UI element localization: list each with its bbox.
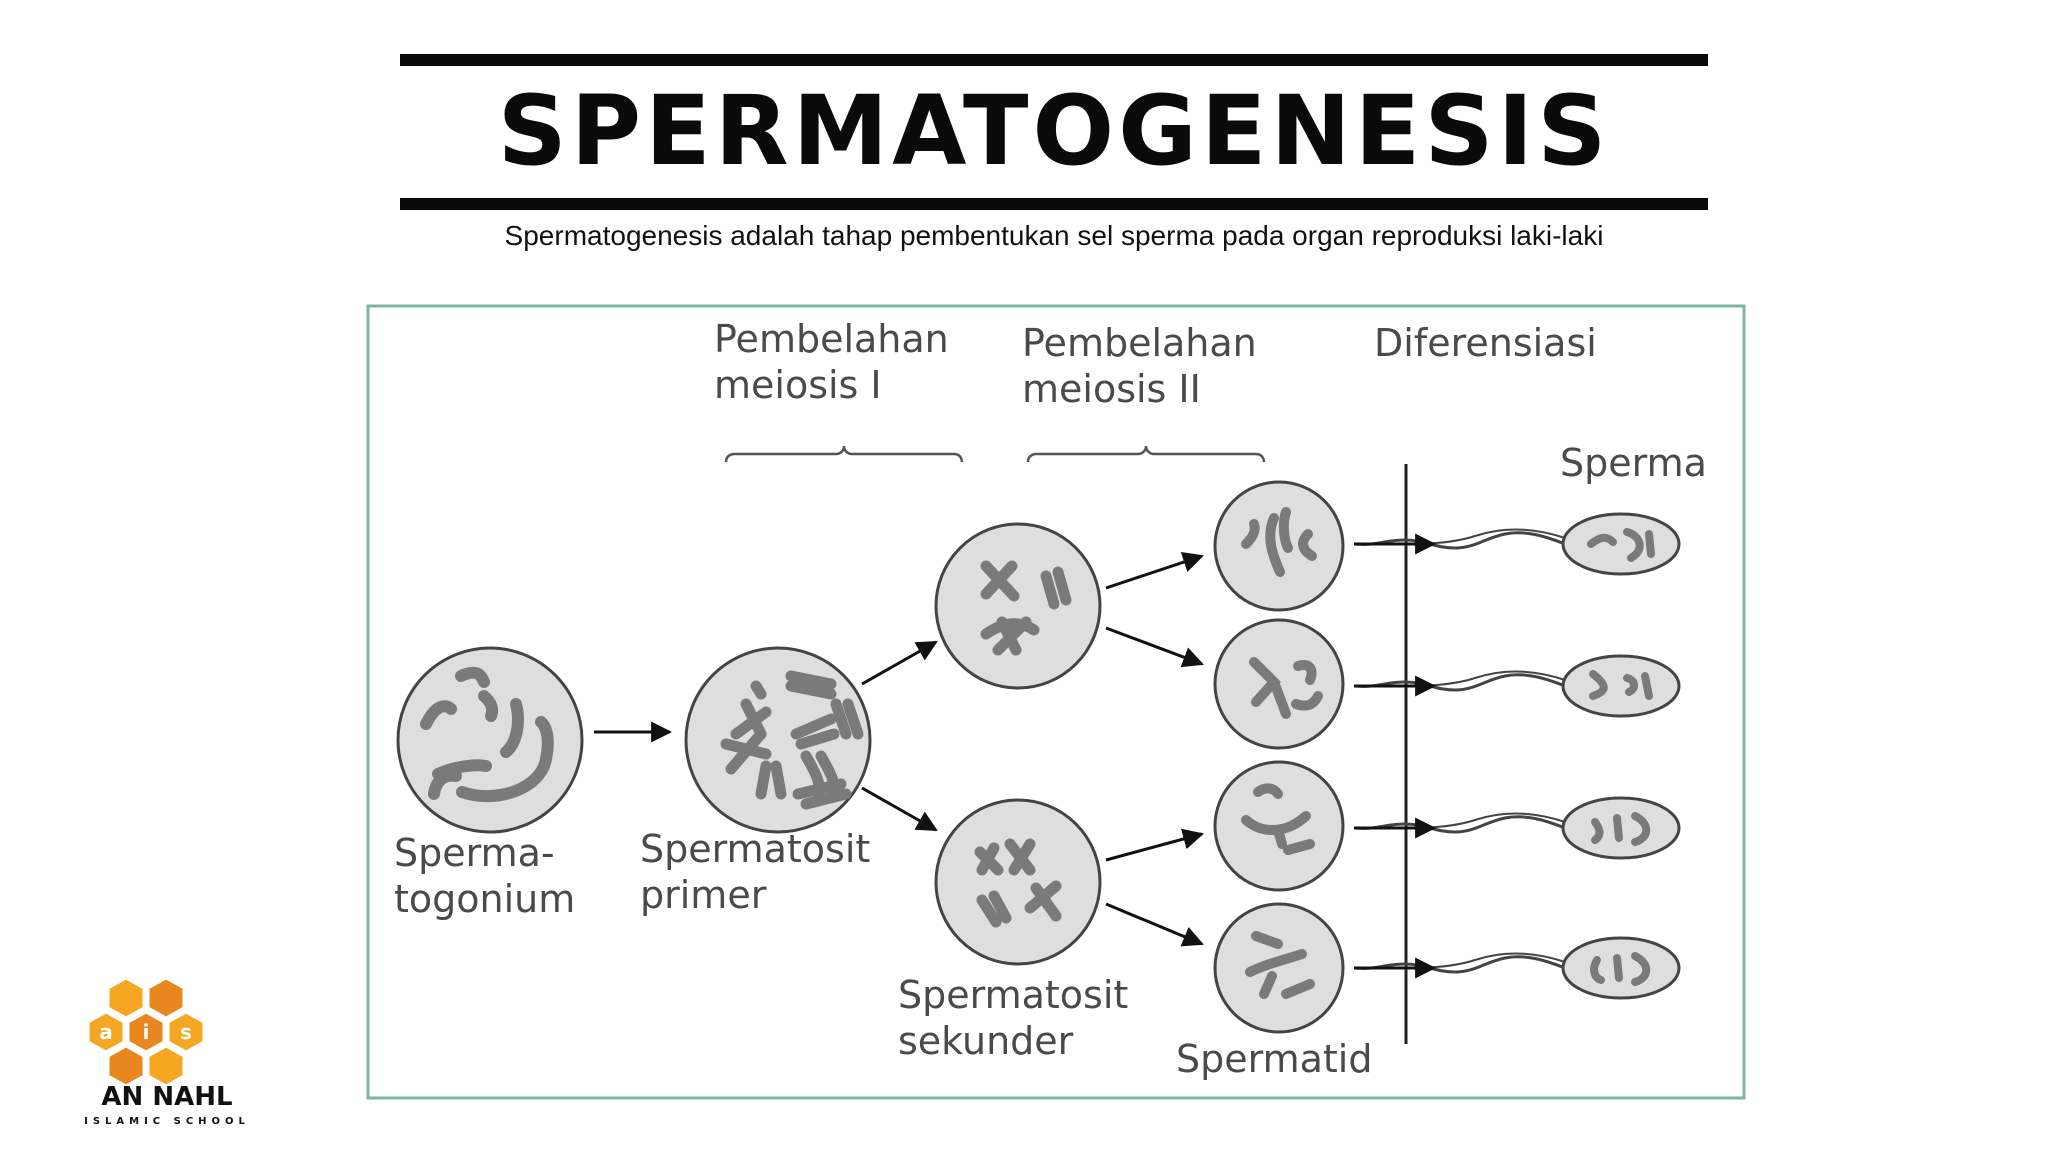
arrow-sec-upper-to-spermatid-1 — [1105, 552, 1204, 590]
logo-name: AN NAHL — [101, 1082, 233, 1112]
title-rule-top — [400, 54, 1708, 66]
label-meiosis1-line1: Pembelahan — [714, 317, 949, 361]
label-spermatogonium: Sperma- togonium — [394, 830, 575, 922]
chromosomes-secondary-upper — [980, 560, 1072, 656]
label-secondary-line1: Spermatosit — [898, 973, 1129, 1017]
label-meiosis1-line2: meiosis I — [714, 363, 882, 407]
label-differentiation: Diferensiasi — [1374, 321, 1597, 365]
label-secondary-line2: sekunder — [898, 1019, 1074, 1063]
cell-primary-spermatocyte — [684, 646, 872, 834]
arrows — [594, 533, 1437, 979]
chromosomes-spermatogonium — [420, 666, 554, 803]
logo-letter-a: a — [99, 1020, 113, 1044]
brace-meiosis1 — [724, 445, 964, 463]
cell-spermatid-2 — [1213, 618, 1345, 750]
title-rule-bottom — [400, 198, 1708, 210]
cell-spermatid-3 — [1213, 760, 1345, 892]
label-meiosis1: Pembelahan meiosis I — [714, 316, 949, 408]
logo-hexagons — [86, 976, 206, 1088]
sperm-2 — [1353, 654, 1681, 718]
label-sperm: Sperma — [1560, 441, 1707, 485]
sperm-4 — [1353, 936, 1681, 1000]
arrow-primary-to-secondary-lower — [861, 786, 938, 832]
page-subtitle: Spermatogenesis adalah tahap pembentukan… — [504, 220, 1604, 251]
sperm-1 — [1353, 512, 1681, 576]
label-spermatogonium-line1: Sperma- — [394, 831, 555, 875]
diagram-frame — [366, 304, 1746, 1100]
label-secondary-spermatocyte: Spermatosit sekunder — [898, 972, 1128, 1064]
logo-letter-s: s — [180, 1020, 192, 1044]
label-primary-spermatocyte: Spermatosit primer — [640, 826, 870, 918]
chromosomes-primary — [720, 670, 864, 810]
label-spermatid: Spermatid — [1176, 1037, 1373, 1081]
logo-letter-i: i — [143, 1020, 150, 1044]
school-logo: a i s — [86, 976, 206, 1088]
label-spermatogonium-line2: togonium — [394, 877, 576, 921]
arrow-sec-upper-to-spermatid-2 — [1105, 626, 1204, 668]
label-primary-line2: primer — [640, 873, 767, 917]
label-meiosis2-line1: Pembelahan — [1022, 321, 1257, 365]
label-meiosis2: Pembelahan meiosis II — [1022, 320, 1257, 412]
arrow-sec-lower-to-spermatid-3 — [1105, 828, 1205, 862]
arrow-sec-lower-to-spermatid-4 — [1105, 902, 1204, 947]
cell-spermatid-1 — [1213, 480, 1345, 612]
arrow-primary-to-secondary-upper — [861, 640, 938, 686]
cell-secondary-spermatocyte-upper — [934, 522, 1102, 690]
page-title: SPERMATOGENESIS — [497, 75, 1611, 187]
logo-subtitle: ISLAMIC SCHOOL — [84, 1116, 250, 1127]
cell-secondary-spermatocyte-lower — [934, 798, 1102, 966]
diagram-canvas — [366, 304, 1746, 1100]
label-meiosis2-line2: meiosis II — [1022, 367, 1201, 411]
spermatogenesis-diagram: Pembelahan meiosis I Pembelahan meiosis … — [366, 304, 1746, 1100]
label-primary-line1: Spermatosit — [640, 827, 871, 871]
sperm-3 — [1353, 796, 1681, 860]
chromosomes-secondary-lower — [974, 838, 1062, 928]
brace-meiosis2 — [1026, 445, 1266, 463]
cell-spermatid-4 — [1213, 902, 1345, 1034]
cell-spermatogonium — [396, 646, 584, 834]
